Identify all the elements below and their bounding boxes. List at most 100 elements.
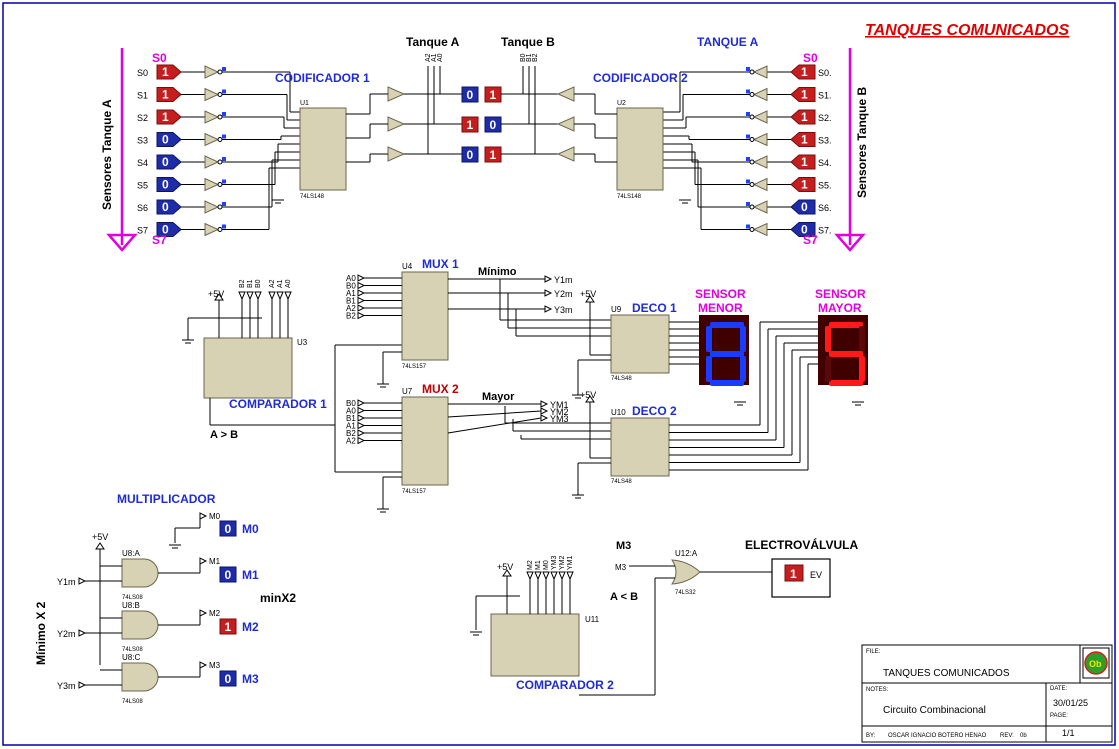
sensor-b-switch[interactable]: 0 <box>790 222 816 237</box>
comparator-2-pin-label: M0 <box>543 560 550 570</box>
sensor-b-switch[interactable]: 0 <box>790 199 816 215</box>
deco-2-ref: U10 <box>611 408 626 417</box>
display-1-segment-c <box>740 356 746 382</box>
valve-value: 1 <box>790 567 797 581</box>
display-2-segment-g <box>829 351 863 357</box>
svg-text:1: 1 <box>801 155 808 169</box>
and-gate-input: Y1m <box>57 577 76 587</box>
buffer-gate <box>752 110 768 124</box>
tank-a-bit <box>461 116 479 133</box>
mult-output-label: M3 <box>209 661 221 670</box>
mux-input-label: B1 <box>346 297 356 306</box>
svg-text:0: 0 <box>162 133 169 147</box>
sensor-b-label: S7. <box>818 226 832 236</box>
tank-b-bit-value: 0 <box>490 118 497 132</box>
tank-b-bit-value: 1 <box>490 88 497 102</box>
display-2-sub: MAYOR <box>818 301 862 315</box>
svg-text:0: 0 <box>162 178 169 192</box>
sensor-b-switch[interactable]: 1 <box>790 177 816 192</box>
svg-text:0: 0 <box>801 200 808 214</box>
svg-text:0: 0 <box>162 155 169 169</box>
and-gate-part: 74LS08 <box>122 647 143 653</box>
sensor-a-switch[interactable]: 0 <box>156 199 182 215</box>
sensor-a-label: S5 <box>137 181 148 191</box>
buffer-gate <box>752 132 768 147</box>
sensors-a-side-label: Sensores Tanque A <box>100 99 114 210</box>
or-gate <box>671 559 701 585</box>
tank-a-label: Tanque A <box>406 35 460 49</box>
title-block: FILE: TANQUES COMUNICADOS NOTES: Circuit… <box>861 644 1113 743</box>
multiplicador-vcc: +5V <box>92 532 108 542</box>
encoder-2-title: CODIFICADOR 2 <box>593 71 688 85</box>
sensor-a-switch[interactable]: 0 <box>156 154 182 170</box>
sensor-b-label: S2. <box>818 113 832 123</box>
sensor-b-switch[interactable]: 1 <box>790 109 816 125</box>
mux-input-label: B1 <box>346 414 356 423</box>
valve-title: ELECTROVÁLVULA <box>745 537 858 552</box>
tb-date: 30/01/25 <box>1053 698 1088 708</box>
comparator-1-pin-label: A1 <box>277 279 284 288</box>
sensor-a-switch[interactable]: 0 <box>156 132 182 147</box>
buffer-gate <box>752 177 768 192</box>
sensor-a-switch[interactable]: 1 <box>156 109 182 125</box>
display-1-segment-g <box>710 351 744 357</box>
mux-output-label: YM2 <box>550 407 569 417</box>
display-2-segment-c <box>859 356 865 382</box>
tank-b-buffer <box>556 86 575 102</box>
display-1-segment-a <box>710 322 744 328</box>
and-gate-part: 74LS08 <box>122 595 143 601</box>
sensor-b-switch[interactable]: 1 <box>790 132 816 147</box>
tank-b-pin: B1 <box>526 53 533 62</box>
and-gate <box>121 610 159 640</box>
tb-notes-key: NOTES: <box>866 687 889 693</box>
display-1-segment-b <box>740 326 746 352</box>
tb-page: 1/1 <box>1062 728 1075 738</box>
comparator-2-pin-label: YM3 <box>551 556 558 571</box>
comparator-2-output: A < B <box>610 591 638 603</box>
sensor-a-label: S1 <box>137 91 148 101</box>
tank-a-header: TANQUE A <box>697 35 759 49</box>
valve-m3-caption: M3 <box>616 540 631 552</box>
svg-text:1: 1 <box>162 110 169 124</box>
tb-page-key: PAGE: <box>1050 713 1068 719</box>
display-2-segment-e <box>825 356 831 382</box>
comparator-1-pin-label: A0 <box>285 279 292 288</box>
svg-text:1: 1 <box>162 88 169 102</box>
comparator-2-pin-label: M1 <box>535 560 542 570</box>
sensor-b-switch[interactable]: 1 <box>790 87 816 102</box>
comparator-1-pin-label: B0 <box>255 279 262 288</box>
sensor-a-switch[interactable]: 1 <box>156 64 182 80</box>
tank-b-buffer <box>556 116 575 132</box>
buffer-gate <box>204 132 220 147</box>
sensor-a-switch[interactable]: 1 <box>156 87 182 102</box>
tank-a-buffer <box>387 116 406 132</box>
mult-m0-led <box>219 520 237 537</box>
display-2-segment-a <box>829 322 863 328</box>
mux-output-label: YM1 <box>550 400 569 410</box>
sensor-a-label: S4 <box>137 158 148 168</box>
mult-output-label: M2 <box>209 609 221 618</box>
encoder-1-part: 74LS148 <box>300 194 325 200</box>
tank-b-pin: B0 <box>520 53 527 62</box>
mult-m3-led <box>219 670 237 687</box>
comparator-2-ref: U11 <box>585 615 600 624</box>
buffer-gate <box>204 200 220 214</box>
sensor-b-switch[interactable]: 1 <box>790 154 816 170</box>
sensor-b-label: S6. <box>818 203 832 213</box>
sensor-a-switch[interactable]: 0 <box>156 222 182 237</box>
display-1-segment-e <box>706 356 712 382</box>
tb-rev-key: REV: <box>1000 733 1014 739</box>
tb-by: OSCAR IGNACIO BOTERO HENAO <box>888 733 987 739</box>
deco-1: U9 DECO 1 74LS48 +5V SENSOR MENOR <box>580 287 749 406</box>
tank-a-buffer <box>387 146 406 162</box>
encoder-2-chip <box>616 107 664 191</box>
comparator-2-pin-label: M2 <box>527 560 534 570</box>
display-1-segment-f <box>706 326 712 352</box>
sensor-a-switch[interactable]: 0 <box>156 177 182 192</box>
sensor-b-switch[interactable]: 1 <box>790 64 816 80</box>
comparator-1-ref: U3 <box>297 338 308 347</box>
tank-a-bit-value: 1 <box>467 118 474 132</box>
page-title: TANQUES COMUNICADOS <box>865 22 1069 39</box>
mux-2-chip <box>401 396 449 486</box>
